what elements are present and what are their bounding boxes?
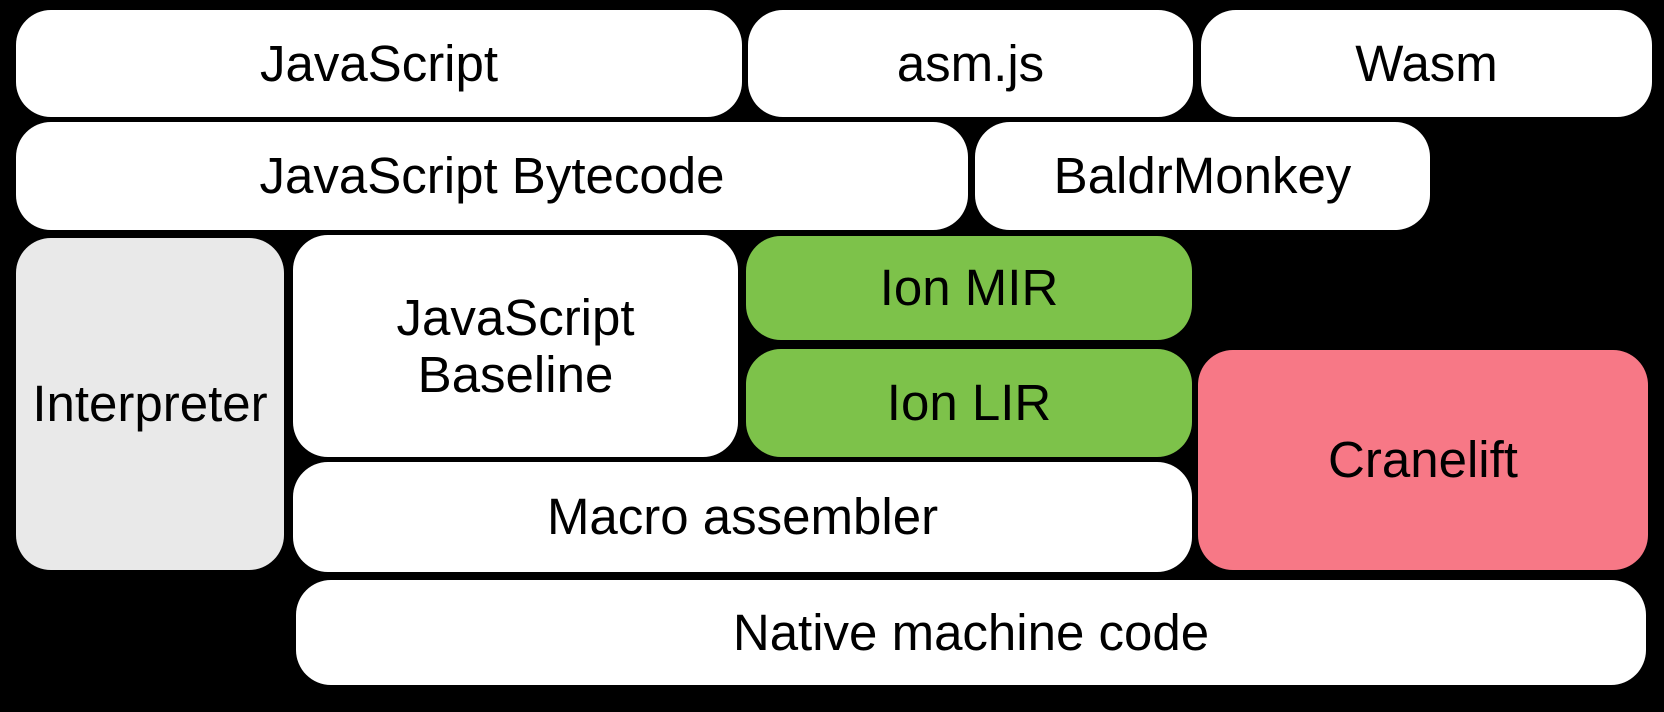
node-cranelift: Cranelift: [1198, 350, 1648, 570]
node-asm-js-label: asm.js: [896, 34, 1045, 92]
node-javascript-label: JavaScript: [259, 34, 499, 92]
node-ion-mir-label: Ion MIR: [879, 259, 1059, 317]
node-interpreter: Interpreter: [16, 238, 284, 570]
node-native-machine-code-label: Native machine code: [732, 603, 1210, 661]
node-ion-lir: Ion LIR: [746, 349, 1192, 457]
node-wasm-label: Wasm: [1355, 34, 1498, 92]
node-cranelift-label: Cranelift: [1328, 431, 1518, 489]
node-asm-js: asm.js: [748, 10, 1193, 117]
node-ion-lir-label: Ion LIR: [886, 374, 1052, 432]
node-javascript: JavaScript: [16, 10, 742, 117]
node-macro-assembler-label: Macro assembler: [546, 488, 939, 546]
node-macro-assembler: Macro assembler: [293, 462, 1192, 572]
node-baldrmonkey-label: BaldrMonkey: [1053, 147, 1352, 205]
node-native-machine-code: Native machine code: [296, 580, 1646, 685]
node-interpreter-label: Interpreter: [32, 375, 268, 433]
node-javascript-baseline-label: JavaScript Baseline: [396, 288, 635, 403]
node-javascript-bytecode: JavaScript Bytecode: [16, 122, 968, 230]
node-javascript-baseline: JavaScript Baseline: [293, 235, 738, 457]
node-baldrmonkey: BaldrMonkey: [975, 122, 1430, 230]
node-wasm: Wasm: [1201, 10, 1652, 117]
node-ion-mir: Ion MIR: [746, 236, 1192, 340]
node-javascript-bytecode-label: JavaScript Bytecode: [259, 147, 725, 205]
